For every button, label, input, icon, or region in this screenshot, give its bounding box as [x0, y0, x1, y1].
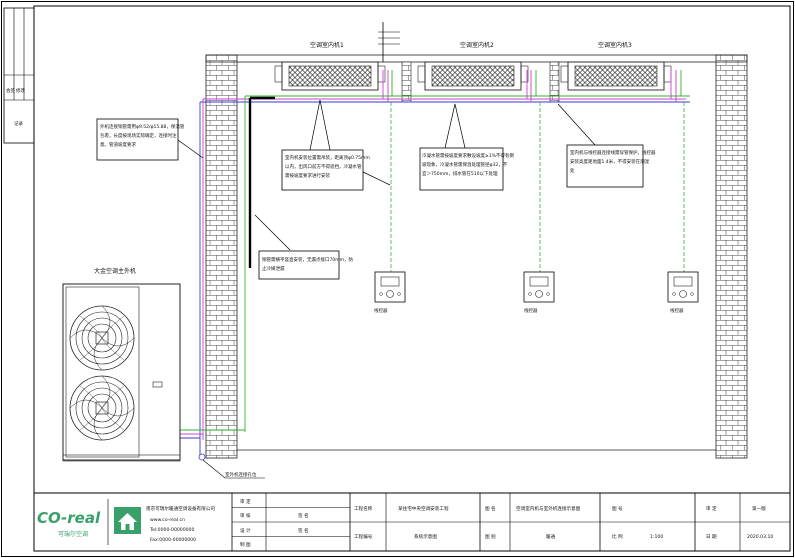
room3-label: 空调室内机3: [598, 41, 632, 49]
outdoor-unit: [62, 283, 181, 462]
outdoor-hole-leader: [202, 459, 265, 479]
controller-wiring: [390, 102, 685, 272]
controller-3: [667, 271, 699, 303]
note-right-line1: 室内机与线控器连接线需穿管保护，线控器: [570, 149, 656, 156]
tb-project-value: 某住宅中央空调安装工程: [398, 505, 449, 512]
controller-1-label: 线控器: [374, 307, 388, 314]
callout-center-left: 室内机安装位置需吊装，距离顶φ0.75mm 以内，出风口前方不得遮挡，冷凝水管 …: [281, 99, 391, 191]
note-center-left-line1: 室内机安装位置需吊装，距离顶φ0.75mm: [285, 154, 370, 161]
tb-scale-value: 1:100: [650, 534, 663, 540]
ceiling-slab: [205, 54, 748, 63]
refrigerant-pipes: [180, 70, 690, 455]
tb-sub-label: 工程编号: [354, 533, 373, 540]
tb-date-label: 日 期: [706, 534, 717, 540]
right-wall: [715, 54, 748, 459]
callout-left: 外机连接铜管需用φ9.52/φ15.88，保温管 包裹，长度按现场实际确定，连接…: [96, 118, 204, 161]
room1-label: 空调室内机1: [310, 41, 344, 49]
title-block: [33, 492, 791, 552]
top-pipe-entry: [378, 22, 400, 62]
controller-1: [374, 271, 406, 303]
note-right-line3: 处: [570, 167, 575, 174]
tb-ver-value: 第一版: [752, 505, 766, 512]
tb-c1r4: 制 图: [240, 541, 251, 548]
tb-drawing-label: 图 名: [485, 505, 496, 512]
outdoor-hole-label: 室外机连接孔位: [225, 471, 257, 478]
binding-strip-label-a: 会签: [6, 87, 15, 94]
tb-c1r3: 设 计: [240, 527, 251, 534]
callout-lower: 铜管需横平竖直安装，无漏点接口70mm，防 止冷媒泄漏: [254, 214, 353, 280]
outdoor-unit-handle: [152, 381, 163, 388]
indoor-unit-1: [274, 61, 386, 91]
callout-center: 冷凝水管需按坡度要求敷设坡度≥1%不得有倒 坡现象，冷凝水管需保温处理管径φ32…: [419, 103, 514, 191]
indoor-unit-2: [417, 61, 529, 91]
note-center-line2: 坡现象，冷凝水管需保温处理管径φ32，不: [422, 161, 508, 168]
tb-c1r2: 审 核: [240, 512, 251, 519]
controller-2: [523, 271, 555, 303]
company-logo: CO-real 可瑞尔空调: [37, 507, 141, 538]
note-center-left-line3: 需按坡度要求进行安装: [285, 172, 330, 179]
outdoor-unit-label: 大金空调主外机: [94, 267, 136, 275]
binding-strip: 会签 修改 记录: [3, 7, 35, 144]
note-lower-line1: 铜管需横平竖直安装，无漏点接口70mm，防: [262, 256, 353, 263]
indoor-unit-3: [560, 61, 672, 91]
note-left-line2: 包裹，长度按现场实际确定，连接时注: [100, 132, 177, 139]
company-phone: Tel:0000-00000000: [149, 527, 194, 533]
brand-wordmark: CO-real: [37, 509, 101, 527]
fan-top: [69, 305, 135, 371]
tb-stage-label: 图 别: [485, 533, 496, 540]
outdoor-hole-marker: [198, 453, 206, 461]
callout-right: 室内机与线控器连接线需穿管保护，线控器 安装高度距地面1.4米，不得安装在潮湿 …: [557, 103, 656, 188]
tb-scale-label: 比 例: [612, 533, 623, 540]
controller-3-label: 线控器: [670, 307, 684, 314]
note-center-line1: 冷凝水管需按坡度要求敷设坡度≥1%不得有倒: [422, 152, 514, 159]
tb-sub-value: 系统示意图: [414, 533, 437, 540]
tb-c2r3: 签 名: [298, 527, 309, 534]
note-center-left-line2: 以内，出风口前方不得遮挡，冷凝水管: [285, 163, 362, 170]
tb-stage-value: 暖通: [546, 533, 556, 540]
company-name: 南京可瑞尔暖通空调设备有限公司: [146, 505, 215, 512]
tb-sheet-label: 审 定: [706, 505, 717, 512]
controller-2-label: 线控器: [524, 307, 538, 314]
note-lower-line2: 止冷媒泄漏: [262, 265, 285, 272]
note-center-line3: 宜＞750mm，排水管在510以下处理: [422, 170, 498, 177]
tb-c2r2: 签 名: [298, 512, 309, 519]
house-icon: [114, 507, 141, 534]
room2-label: 空调室内机2: [460, 41, 494, 49]
company-fax: Fax:0000-00000000: [150, 537, 196, 543]
left-wall: [205, 54, 238, 459]
drain-pipe-bar: [248, 96, 275, 268]
fan-bottom: [69, 375, 135, 441]
note-left-line3: 意。管道坡度要求: [100, 141, 136, 148]
tb-page-label: 图 号: [612, 506, 623, 512]
tb-drawing-value: 空调室内机与室外机连接示意图: [516, 505, 581, 512]
binding-strip-label-c: 记录: [14, 120, 23, 127]
note-left-line1: 外机连接铜管需用φ9.52/φ15.88，保温管: [100, 123, 185, 130]
tb-date-value: 2020.03.10: [747, 534, 773, 540]
company-website: www.co-real.cn: [150, 517, 185, 523]
tb-c1r1: 审 定: [240, 498, 251, 505]
brand-cn: 可瑞尔空调: [58, 530, 88, 538]
tb-project-label: 工程名称: [354, 505, 373, 512]
note-right-line2: 安装高度距地面1.4米，不得安装在潮湿: [570, 158, 650, 165]
binding-strip-label-b: 修改: [16, 87, 25, 94]
